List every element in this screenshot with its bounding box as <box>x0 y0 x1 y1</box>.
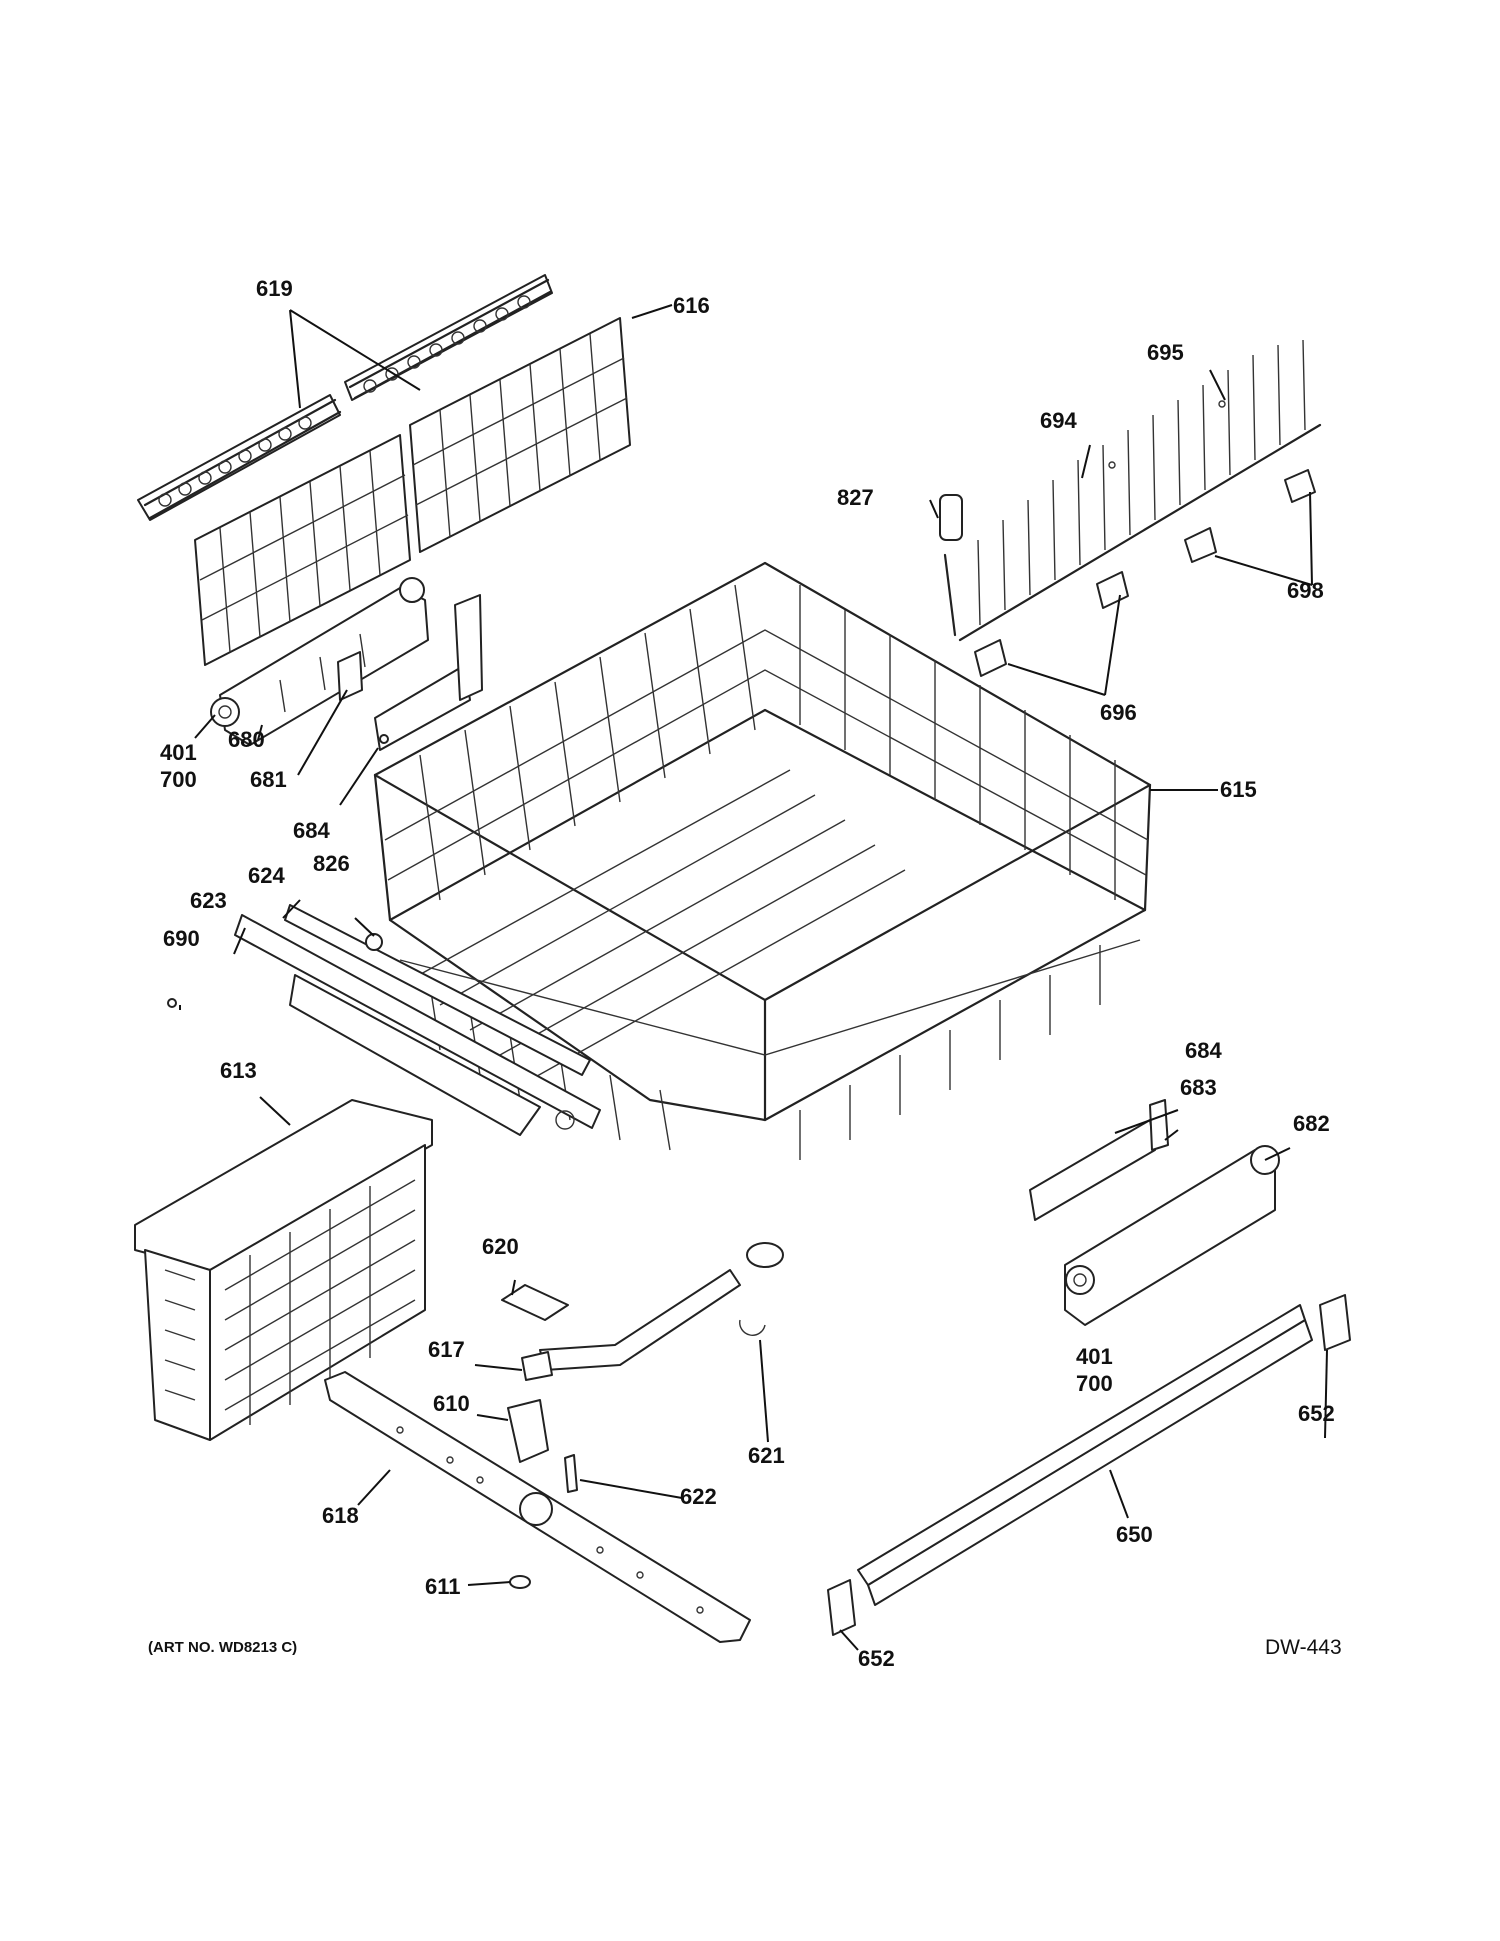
callout-694: 694 <box>1040 408 1077 433</box>
callout-683: 683 <box>1180 1075 1217 1100</box>
cap-part <box>365 933 383 951</box>
leader-lines <box>179 304 1328 1651</box>
callout-650: 650 <box>1116 1522 1153 1547</box>
screw-part <box>379 734 389 744</box>
callout-622: 622 <box>680 1484 717 1509</box>
callout-827: 827 <box>837 485 874 510</box>
callout-401-700-left: 401 700 <box>160 742 197 791</box>
callout-698: 698 <box>1287 578 1324 603</box>
callout-652-bottom: 652 <box>858 1646 895 1671</box>
callout-680: 680 <box>228 727 265 752</box>
callout-618: 618 <box>322 1503 359 1528</box>
clamp-part <box>739 1319 766 1336</box>
right-rail-part <box>1029 1099 1280 1326</box>
adjuster-bracket-part <box>337 594 483 751</box>
screw-690-part <box>167 998 177 1008</box>
art-number: (ART NO. WD8213 C) <box>148 1639 298 1656</box>
callout-401-right: 401 <box>1076 1344 1113 1369</box>
badge-part <box>939 494 963 541</box>
callout-610: 610 <box>433 1391 470 1416</box>
callout-700: 700 <box>160 767 197 792</box>
callout-681: 681 <box>250 767 287 792</box>
screw-622-part <box>564 1454 578 1493</box>
rack-rail-part <box>210 577 429 746</box>
callout-682: 682 <box>1293 1111 1330 1136</box>
callout-652-top: 652 <box>1298 1401 1335 1426</box>
callout-621: 621 <box>748 1443 785 1468</box>
clip-part <box>974 469 1316 677</box>
callout-616: 616 <box>673 293 710 318</box>
spray-arm-part <box>324 1371 751 1643</box>
folding-tines-part <box>943 339 1322 642</box>
callout-617: 617 <box>428 1337 465 1362</box>
dry-system-tube-part <box>234 904 601 1136</box>
callout-619: 619 <box>256 276 293 301</box>
clip-620-part <box>501 1284 569 1321</box>
diagram-code: DW-443 <box>1265 1636 1342 1659</box>
callout-684-right: 684 <box>1185 1038 1222 1063</box>
tine-frame-part <box>194 317 631 666</box>
supply-tube-part <box>521 1242 784 1381</box>
connector-part <box>507 1399 549 1463</box>
callout-611: 611 <box>425 1574 461 1599</box>
callout-613: 613 <box>220 1058 257 1083</box>
callout-620: 620 <box>482 1234 519 1259</box>
track-rail-part <box>827 1294 1351 1636</box>
silverware-basket-part <box>134 1099 433 1441</box>
callout-696: 696 <box>1100 700 1137 725</box>
callout-401-700-right: 401 700 <box>1076 1346 1113 1395</box>
tine-row-part <box>137 274 553 521</box>
callout-700-right: 700 <box>1076 1371 1113 1396</box>
callout-401: 401 <box>160 740 197 765</box>
callout-695: 695 <box>1147 340 1184 365</box>
callout-684-left: 684 <box>293 818 330 843</box>
upper-rack-part <box>373 561 1152 1160</box>
callout-690: 690 <box>163 926 200 951</box>
washer-part <box>509 1575 531 1589</box>
callout-624: 624 <box>248 863 285 888</box>
callout-623: 623 <box>190 888 227 913</box>
callout-826: 826 <box>313 851 350 876</box>
callout-615: 615 <box>1220 777 1257 802</box>
